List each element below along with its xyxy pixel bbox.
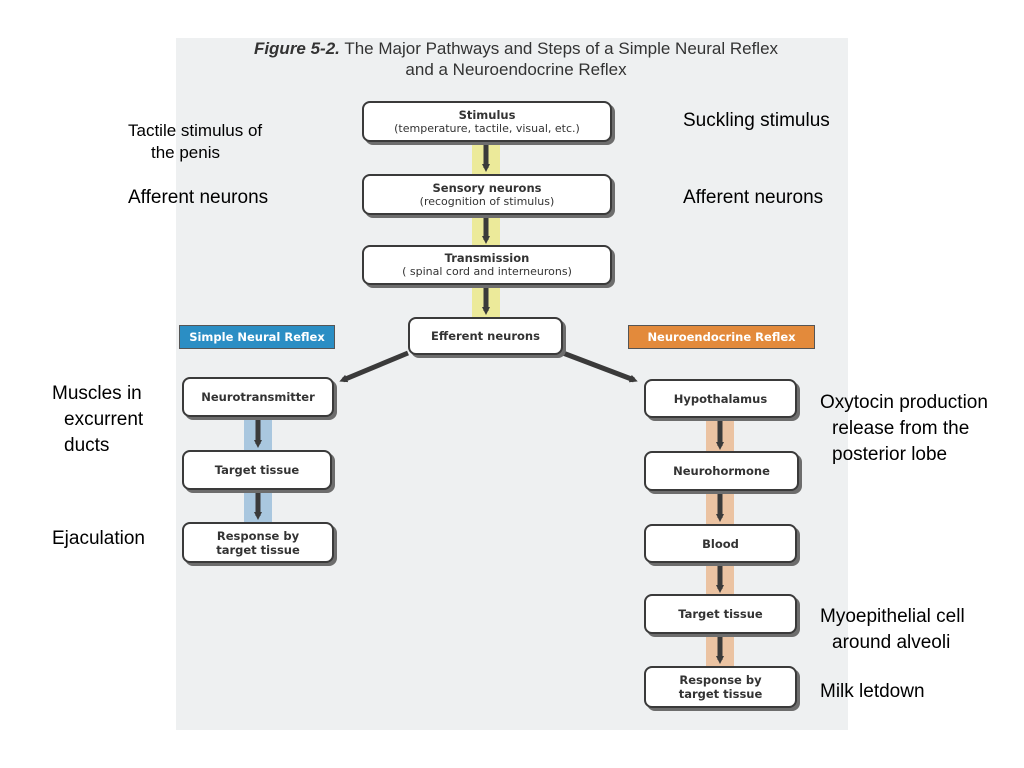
annotation-milk-letdown: Milk letdown <box>820 681 925 702</box>
left-response-box: Response by target tissue <box>182 522 334 563</box>
neurohormone-box: Neurohormone <box>644 451 799 491</box>
annotation-oxytocin-line2: release from the <box>832 418 970 439</box>
center-band-2 <box>472 214 500 246</box>
left-response-line2: target tissue <box>216 542 300 557</box>
annotation-tactile-stimulus: Tactile stimulus of the penis <box>128 120 262 164</box>
neurotransmitter-title: Neurotransmitter <box>201 390 315 404</box>
right-band-4 <box>706 634 734 668</box>
annotation-tactile-line2: the penis <box>151 143 220 162</box>
efferent-neurons-title: Efferent neurons <box>431 329 540 343</box>
annotation-oxytocin-line1: Oxytocin production <box>820 392 988 413</box>
right-band-2 <box>706 491 734 525</box>
neurotransmitter-box: Neurotransmitter <box>182 377 334 417</box>
neurohormone-title: Neurohormone <box>673 464 770 478</box>
annotation-myoepithelial-line1: Myoepithelial cell <box>820 606 965 627</box>
hypothalamus-box: Hypothalamus <box>644 379 797 418</box>
right-target-tissue-box: Target tissue <box>644 594 797 634</box>
left-band-2 <box>244 490 272 524</box>
annotation-muscles-line2: excurrent <box>64 409 144 430</box>
annotation-myoepithelial-line2: around alveoli <box>832 632 951 653</box>
left-response-line1: Response by <box>216 528 300 543</box>
right-response-box: Response by target tissue <box>644 666 797 708</box>
efferent-neurons-box: Efferent neurons <box>408 317 563 355</box>
annotation-ejaculation: Ejaculation <box>52 528 145 549</box>
annotation-muscles: Muscles in excurrent ducts <box>52 381 143 459</box>
transmission-box: Transmission ( spinal cord and interneur… <box>362 245 612 285</box>
figure-number: Figure 5-2. <box>253 39 340 58</box>
annotation-afferent-right: Afferent neurons <box>683 187 824 208</box>
annotation-tactile-line1: Tactile stimulus of <box>128 121 263 140</box>
figure-title: Figure 5-2. The Major Pathways and Steps… <box>176 38 856 80</box>
sensory-neurons-detail: (recognition of stimulus) <box>419 194 555 208</box>
annotation-oxytocin-line3: posterior lobe <box>832 444 948 465</box>
right-response-line2: target tissue <box>678 687 763 701</box>
right-band-3 <box>706 563 734 597</box>
right-target-tissue-title: Target tissue <box>678 607 763 621</box>
annotation-suckling: Suckling stimulus <box>683 110 830 131</box>
stimulus-box: Stimulus (temperature, tactile, visual, … <box>362 101 612 142</box>
blood-box: Blood <box>644 524 797 563</box>
left-band-1 <box>244 420 272 452</box>
transmission-title: Transmission <box>444 251 530 265</box>
figure-title-line2: and a Neuroendocrine Reflex <box>405 60 627 79</box>
annotation-myoepithelial: Myoepithelial cell around alveoli <box>820 604 965 656</box>
stimulus-detail: (temperature, tactile, visual, etc.) <box>394 121 580 135</box>
left-target-tissue-title: Target tissue <box>214 463 300 477</box>
annotation-afferent-left: Afferent neurons <box>128 187 269 208</box>
right-band-1 <box>706 418 734 454</box>
right-response-line1: Response by <box>679 673 762 687</box>
center-band-1 <box>472 141 500 177</box>
hypothalamus-title: Hypothalamus <box>673 391 768 406</box>
simple-neural-reflex-label: Simple Neural Reflex <box>179 325 335 349</box>
annotation-muscles-line1: Muscles in <box>52 383 142 404</box>
sensory-neurons-title: Sensory neurons <box>432 180 542 195</box>
sensory-neurons-box: Sensory neurons (recognition of stimulus… <box>362 174 612 215</box>
transmission-detail: ( spinal cord and interneurons) <box>402 265 572 278</box>
left-target-tissue-box: Target tissue <box>182 450 332 490</box>
annotation-muscles-line3: ducts <box>64 435 110 456</box>
annotation-oxytocin: Oxytocin production release from the pos… <box>820 390 988 468</box>
stimulus-title: Stimulus <box>458 107 516 122</box>
center-band-3 <box>472 283 500 319</box>
blood-title: Blood <box>702 536 739 551</box>
figure-title-line1: The Major Pathways and Steps of a Simple… <box>344 39 779 58</box>
neuroendocrine-reflex-label: Neuroendocrine Reflex <box>628 325 815 349</box>
